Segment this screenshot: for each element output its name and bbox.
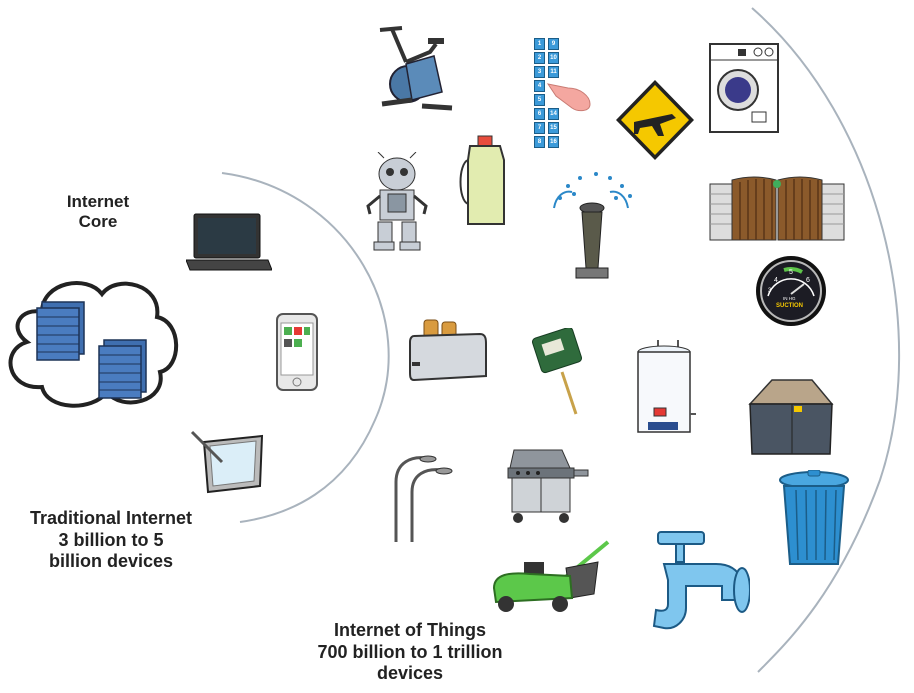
milk-jug-icon — [459, 135, 505, 225]
keypad-key: 7 — [534, 122, 545, 134]
svg-text:5: 5 — [789, 269, 793, 276]
elevator-keypad-icon: 1 9 2 10 3 11 4 5 6 14 7 15 8 16 — [534, 38, 591, 148]
keypad-key: 5 — [534, 94, 545, 106]
keypad-key: 4 — [534, 80, 545, 92]
svg-text:6: 6 — [806, 277, 810, 284]
keypad-key: 16 — [548, 136, 559, 148]
laptop-icon — [186, 213, 272, 271]
water-heater-icon — [637, 340, 696, 433]
traditional-internet-label: Traditional Internet 3 billion to 5 bill… — [29, 508, 193, 572]
smartphone-icon — [276, 313, 318, 391]
iot-label: Internet of Things 700 billion to 1 tril… — [317, 620, 503, 684]
pressing-hand-icon — [546, 83, 591, 112]
toaster-icon — [409, 319, 487, 382]
garden-gate-icon — [709, 176, 845, 241]
internet-core-cloud-icon — [8, 281, 179, 408]
barbecue-grill-icon — [507, 449, 589, 523]
internet-core-label: Internet Core — [66, 192, 130, 232]
svg-text:4: 4 — [774, 277, 778, 284]
keypad-key: 3 — [534, 66, 545, 78]
svg-text:SUCTION: SUCTION — [776, 303, 803, 309]
tablet-stylus-icon — [190, 430, 264, 494]
keypad-key: 2 — [534, 52, 545, 64]
keypad-key: 10 — [548, 52, 559, 64]
street-lamps-icon — [394, 455, 453, 542]
keypad-key: 6 — [534, 108, 545, 120]
svg-text:IN HG: IN HG — [783, 296, 796, 301]
exercise-bike-icon — [379, 26, 453, 111]
soil-meter-icon — [532, 328, 582, 415]
trash-can-icon — [779, 470, 849, 565]
washing-machine-icon — [709, 43, 779, 133]
robot-toy-icon — [366, 152, 428, 251]
server-rack-icon — [98, 339, 147, 399]
keypad-key: 9 — [548, 38, 559, 50]
airplane-warning-sign-icon — [616, 80, 694, 160]
keypad-key: 1 — [534, 38, 545, 50]
server-rack-icon — [36, 301, 85, 361]
suction-gauge-icon: 4 5 6 3 IN HG SUCTION — [756, 256, 826, 326]
keypad-key: 14 — [548, 108, 559, 120]
traditional-internet-arc — [221, 172, 390, 523]
water-faucet-icon — [652, 531, 750, 630]
sprinkler-icon — [553, 172, 632, 279]
iot-arc — [751, 7, 901, 673]
keypad-key: 11 — [548, 66, 559, 78]
keypad-key: 15 — [548, 122, 559, 134]
storage-shed-icon — [748, 379, 834, 455]
svg-text:3: 3 — [768, 288, 772, 294]
keypad-key: 8 — [534, 136, 545, 148]
lawn-mower-icon — [492, 540, 610, 612]
